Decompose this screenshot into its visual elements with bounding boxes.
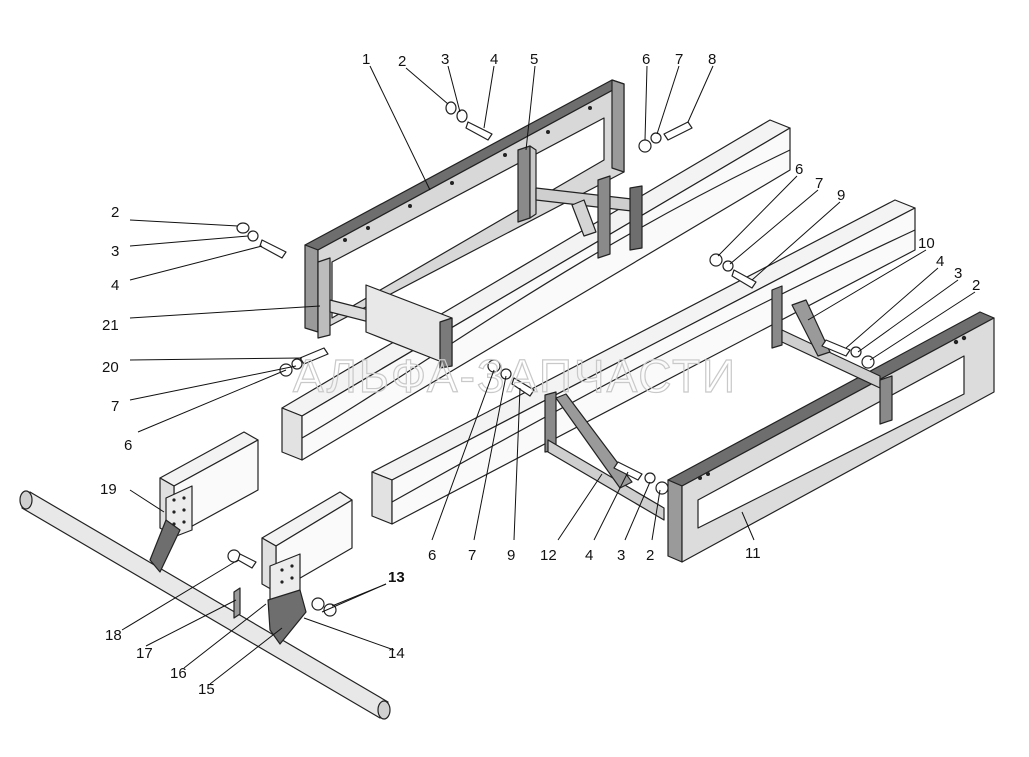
callout-9: 9	[507, 547, 515, 564]
callout-8: 8	[708, 51, 716, 68]
callout-12: 12	[540, 547, 557, 564]
callout-17: 17	[136, 645, 153, 662]
callout-6: 6	[124, 437, 132, 454]
callout-20: 20	[102, 359, 119, 376]
callout-21: 21	[102, 317, 119, 334]
upright-bracket	[517, 145, 537, 223]
callout-1: 1	[362, 51, 370, 68]
callout-15: 15	[198, 681, 215, 698]
lower-brace-bracket	[544, 391, 665, 521]
rear-upright-bracket	[771, 285, 893, 425]
callout-7: 7	[111, 398, 119, 415]
callout-3: 3	[617, 547, 625, 564]
rear-board-frame	[667, 311, 995, 563]
callout-7: 7	[675, 51, 683, 68]
callout-2: 2	[398, 53, 406, 70]
callout-4: 4	[111, 277, 119, 294]
support-arm-assembly	[535, 175, 643, 259]
bracket-15	[267, 553, 307, 645]
callout-3: 3	[441, 51, 449, 68]
bolt-18	[227, 549, 257, 569]
callout-4: 4	[585, 547, 593, 564]
callout-9: 9	[837, 187, 845, 204]
callout-4: 4	[936, 253, 944, 270]
mounting-holes	[343, 106, 592, 242]
callout-3: 3	[111, 243, 119, 260]
side-brace	[317, 257, 453, 369]
callout-11: 11	[745, 545, 761, 562]
bracket-19	[149, 485, 193, 573]
callout-7: 7	[468, 547, 476, 564]
front-board-frame	[304, 79, 625, 333]
callout-5: 5	[530, 51, 538, 68]
shim-16-17	[233, 587, 241, 619]
frame-rail-lower	[371, 199, 916, 525]
callout-10: 10	[918, 235, 935, 252]
callout-2: 2	[972, 277, 980, 294]
callout-16: 16	[170, 665, 187, 682]
watermark: АЛЬФА-ЗАПЧАСТИ	[293, 350, 737, 402]
callout-7: 7	[815, 175, 823, 192]
callout-2: 2	[646, 547, 654, 564]
callout-19: 19	[100, 481, 117, 498]
rear-frame-holes	[698, 335, 967, 480]
callout-18: 18	[105, 627, 122, 644]
callout-2: 2	[111, 204, 119, 221]
axle-tube	[19, 490, 391, 720]
callout-14: 14	[388, 645, 405, 662]
callout-3: 3	[954, 265, 962, 282]
callout-4: 4	[490, 51, 498, 68]
callout-6: 6	[795, 161, 803, 178]
callout-6: 6	[642, 51, 650, 68]
callout-numbers: 1 2 3 4 5 6 7 8 2 3 4 6 7 9 10 4 3 2 21 …	[100, 51, 980, 698]
callout-6: 6	[428, 547, 436, 564]
callout-13: 13	[388, 569, 405, 586]
leader-lines	[121, 65, 976, 685]
